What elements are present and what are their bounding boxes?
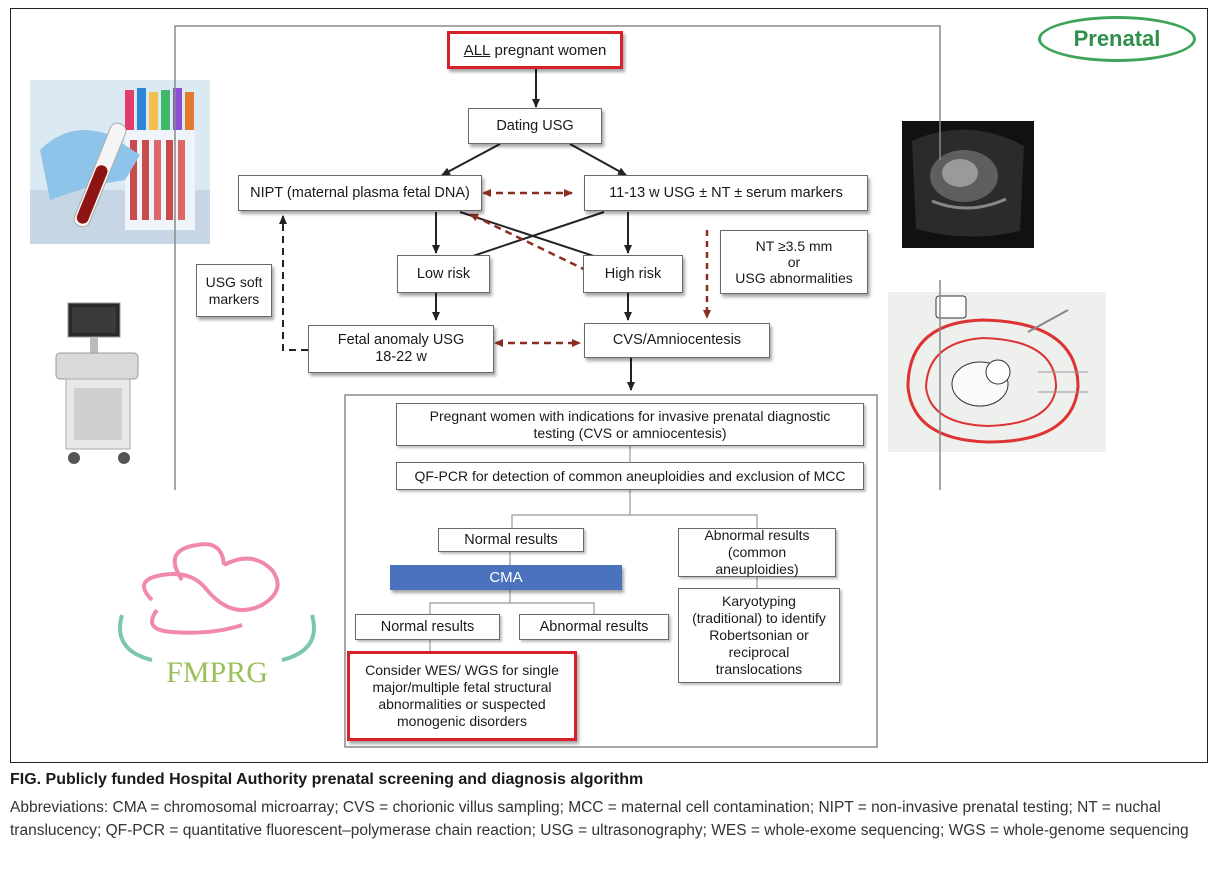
cvs-amniocentesis-box: CVS/Amniocentesis <box>584 323 770 358</box>
prenatal-badge-label: Prenatal <box>1073 26 1161 51</box>
nipt-label: NIPT (maternal plasma fetal DNA) <box>250 184 470 201</box>
fetal-anomaly-line1: Fetal anomaly USG <box>337 332 465 348</box>
dating-usg-box: Dating USG <box>468 108 602 144</box>
normal-results-box-2: Normal results <box>355 614 500 640</box>
nipt-box: NIPT (maternal plasma fetal DNA) <box>238 175 482 211</box>
fmprg-logo-text: FMPRG <box>166 656 268 689</box>
fetal-anomaly-usg-box: Fetal anomaly USG 18-22 w <box>308 325 494 373</box>
all-pregnant-prefix: ALL <box>463 41 491 59</box>
dating-usg-label: Dating USG <box>496 117 574 134</box>
low-risk-box: Low risk <box>397 255 490 293</box>
figure-caption-abbreviations: Abbreviations: CMA = chromosomal microar… <box>10 799 1189 839</box>
abnormal-common-aneuploidies-box: Abnormal results (common aneuploidies) <box>678 527 836 577</box>
high-risk-label: High risk <box>604 265 662 282</box>
qf-pcr-label: QF-PCR for detection of common aneuploid… <box>414 467 846 484</box>
first-trimester-screening-box: 11-13 w USG ± NT ± serum markers <box>584 175 868 211</box>
abnormal-common-line2: (common aneuploidies) <box>715 544 799 577</box>
nt-abnormal-line3: USG abnormalities <box>735 270 853 286</box>
figure-caption-title: FIG. Publicly funded Hospital Authority … <box>10 771 644 788</box>
nt-abnormal-line2: or <box>787 254 801 270</box>
usg-soft-line2: markers <box>208 290 260 307</box>
prenatal-badge: Prenatal <box>1038 16 1196 62</box>
karyotyping-box: Karyotyping (traditional) to identify Ro… <box>678 588 840 683</box>
wes-wgs-box: Consider WES/ WGS for single major/multi… <box>347 651 577 741</box>
nt-abnormal-line1: NT ≥3.5 mm <box>755 238 833 254</box>
cvs-label: CVS/Amniocentesis <box>612 332 742 348</box>
all-pregnant-women-box: ALL pregnant women <box>447 31 623 69</box>
usg-soft-markers-box: USG soft markers <box>196 264 272 317</box>
blood-sample-tubes-photo <box>30 80 210 244</box>
normal-results-label-1: Normal results <box>464 531 558 548</box>
abnormal-common-line1: Abnormal results <box>704 527 810 543</box>
indications-label: Pregnant women with indications for inva… <box>429 407 831 441</box>
fetus-sketch-image <box>888 292 1106 452</box>
all-pregnant-suffix: pregnant women <box>490 41 607 59</box>
cma-label: CMA <box>489 569 523 586</box>
karyotyping-label: Karyotyping (traditional) to identify Ro… <box>692 593 826 677</box>
normal-results-label-2: Normal results <box>380 618 475 635</box>
fmprg-logo: FMPRG <box>112 520 322 700</box>
low-risk-label: Low risk <box>416 265 471 282</box>
cma-bar: CMA <box>390 565 622 590</box>
qf-pcr-box: QF-PCR for detection of common aneuploid… <box>396 462 864 490</box>
abnormal-results-label-2: Abnormal results <box>539 618 649 635</box>
indications-box: Pregnant women with indications for inva… <box>396 403 864 446</box>
first-trimester-label: 11-13 w USG ± NT ± serum markers <box>609 184 843 201</box>
fetal-anomaly-line2: 18-22 w <box>375 349 427 365</box>
normal-results-box-1: Normal results <box>438 528 584 552</box>
usg-soft-line1: USG soft <box>205 273 263 290</box>
abnormal-results-box-2: Abnormal results <box>519 614 669 640</box>
nt-abnormal-box: NT ≥3.5 mm or USG abnormalities <box>720 230 868 294</box>
wes-wgs-label: Consider WES/ WGS for single major/multi… <box>365 662 559 729</box>
ultrasound-machine-photo <box>38 298 158 468</box>
high-risk-box: High risk <box>583 255 683 293</box>
